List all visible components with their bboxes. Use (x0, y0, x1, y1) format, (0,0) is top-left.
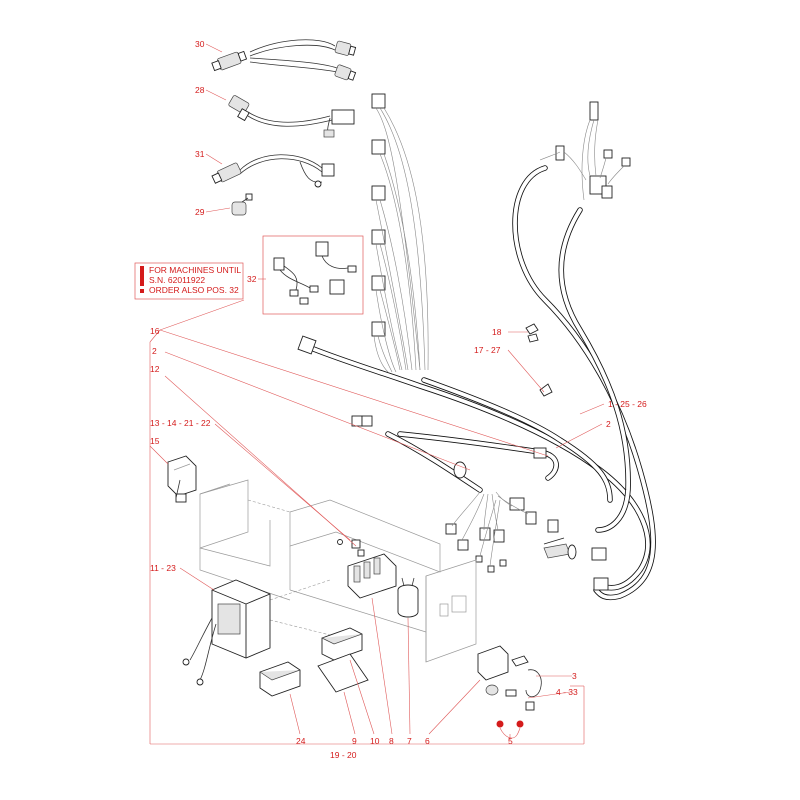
part-11-23-transformer (182, 579, 271, 686)
part-number-labels: 30 28 31 29 32 16 2 12 13 - 14 - 21 - 22… (150, 39, 647, 760)
label-19-20: 19 - 20 (330, 750, 357, 760)
chassis-frame (199, 479, 477, 663)
label-2-left: 2 (152, 346, 157, 356)
label-3: 3 (572, 671, 577, 681)
part-18-clip (525, 323, 539, 343)
part-3-part-6-switch (477, 645, 542, 711)
upper-right-connectors (539, 101, 631, 201)
part-24-module (259, 661, 301, 697)
notice-line-1: FOR MACHINES UNTIL (149, 265, 241, 275)
label-6-bottom: 6 (425, 736, 430, 746)
upper-harness-connectors (371, 93, 429, 373)
label-29: 29 (195, 207, 205, 217)
part-10-bracket (321, 627, 363, 661)
part-15-relay (167, 455, 197, 503)
part-8-terminal-block (337, 539, 397, 599)
label-5: 5 (508, 736, 513, 746)
label-4-33: 4 - 33 (556, 687, 578, 697)
label-18: 18 (492, 327, 502, 337)
label-30: 30 (195, 39, 205, 49)
part-28-cable (228, 95, 355, 138)
part-7-capacitor (397, 577, 419, 618)
part-29-plug (231, 193, 253, 216)
label-31: 31 (195, 149, 205, 159)
part-32-connector-kit (262, 235, 364, 315)
label-2-right: 2 (606, 419, 611, 429)
label-28: 28 (195, 85, 205, 95)
label-16: 16 (150, 326, 160, 336)
label-7: 7 (407, 736, 412, 746)
main-cable-bundle (297, 165, 656, 601)
label-9: 9 (352, 736, 357, 746)
part-31-cable (211, 154, 335, 188)
notice-box: FOR MACHINES UNTIL S.N. 62011922 ORDER A… (134, 262, 244, 300)
exclamation-icon (140, 266, 144, 293)
label-13-14-21-22: 13 - 14 - 21 - 22 (150, 418, 211, 428)
leader-lines (149, 43, 605, 745)
label-10: 10 (370, 736, 380, 746)
part-5-dots (496, 720, 524, 739)
label-17-27: 17 - 27 (474, 345, 501, 355)
label-12: 12 (150, 364, 160, 374)
label-15: 15 (150, 436, 160, 446)
label-11-23: 11 - 23 (150, 563, 176, 573)
notice-line-2: S.N. 62011922 (149, 275, 205, 285)
notice-line-3: ORDER ALSO POS. 32 (149, 285, 239, 295)
part-mounting-cylinder (543, 537, 577, 560)
label-1-25-26: 1 - 25 - 26 (608, 399, 647, 409)
part-9-tray (317, 653, 369, 693)
part-30-y-cable (211, 39, 357, 81)
part-17-27-clip (539, 383, 553, 397)
label-8: 8 (389, 736, 394, 746)
lower-harness-connectors (445, 491, 609, 591)
label-24: 24 (296, 736, 306, 746)
label-32: 32 (247, 274, 257, 284)
